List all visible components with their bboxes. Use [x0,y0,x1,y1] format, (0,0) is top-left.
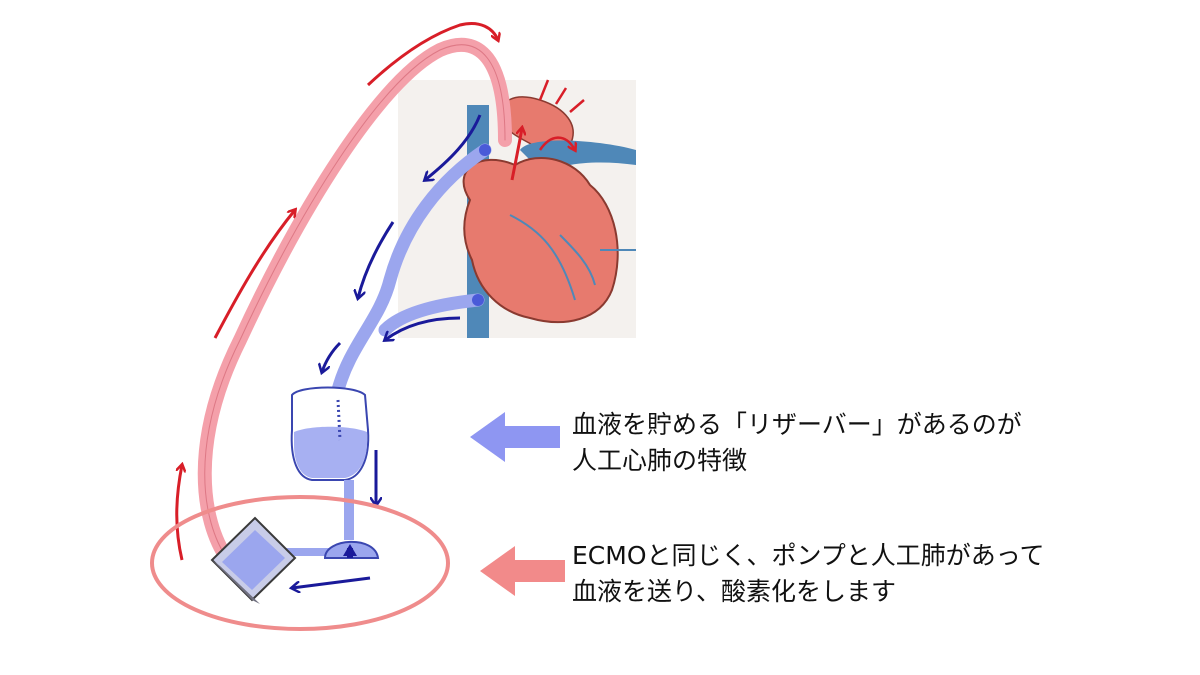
aorta-branches [538,79,585,113]
ecmo-caption: ECMOと同じく、ポンプと人工肺があって 血液を送り、酸素化をします [572,538,1045,610]
flow-arrow-red [538,136,575,150]
pump-oxygenator-highlight [150,495,450,631]
pump-outlet-line [262,548,352,556]
flow-arrow-red [175,465,182,561]
ecmo-caption-line2: 血液を送り、酸素化をします [572,577,897,606]
venous-line-superior [331,143,492,397]
flow-arrow-blue [425,114,482,180]
pointer-arrow-pink [480,546,565,596]
flow-arrow-red [366,22,498,87]
heart-illustration [398,79,636,338]
flow-arrow-blue [322,341,342,372]
cannula-tip [479,144,491,156]
reservoir-caption-line2: 人工心肺の特徴 [572,446,748,475]
flow-arrow-blue [385,316,461,340]
flow-arrow-blue [292,576,371,588]
flow-arrow-red [213,210,295,339]
reservoir-caption: 血液を貯める「リザーバー」があるのが 人工心肺の特徴 [572,407,1022,479]
coronary-vessels [509,214,636,301]
flow-arrow-blue [358,221,395,298]
pump-icon [323,540,380,559]
pointer-arrow-blue [470,412,560,462]
cannula-tip [472,294,484,306]
arterial-line-edge [204,44,506,561]
flow-arrow-red [510,128,522,181]
reservoir-caption-line1: 血液を貯める「リザーバー」があるのが [572,410,1022,439]
oxygenator-icon [210,516,297,604]
ecmo-caption-line1: ECMOと同じく、ポンプと人工肺があって [572,541,1045,570]
venous-line-inferior [378,293,485,337]
reservoir-icon [290,386,370,540]
